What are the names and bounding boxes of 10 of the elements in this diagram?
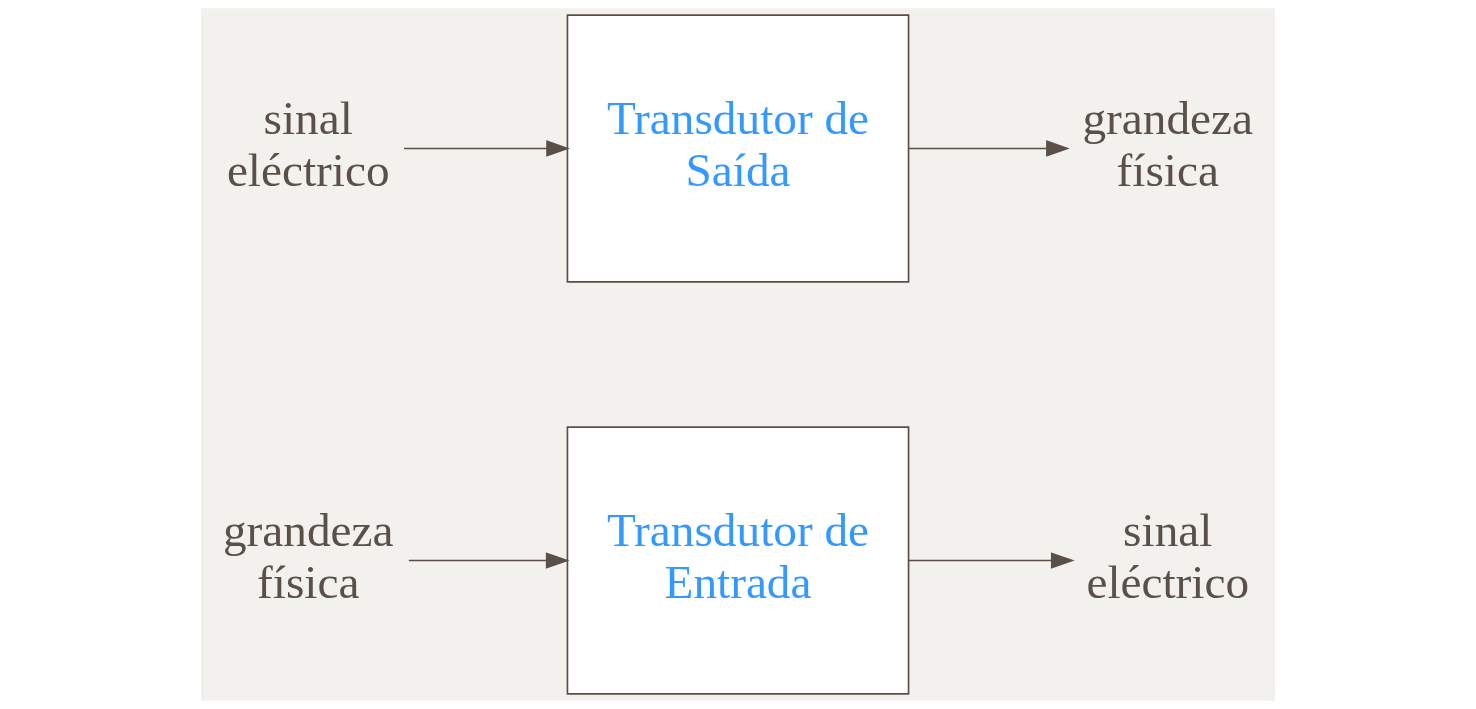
node-text: sinal eléctrico — [226, 91, 390, 197]
arrow — [407, 552, 570, 569]
node-box: Transdutor de Saída — [566, 14, 910, 283]
node-text: sinal eléctrico — [1086, 504, 1250, 609]
arrow — [908, 552, 1075, 569]
node-box: Transdutor de Entrada — [566, 426, 910, 695]
arrow — [908, 140, 1070, 157]
arrow — [403, 140, 570, 157]
node-text: grandeza física — [222, 504, 394, 609]
node-text: grandeza física — [1082, 91, 1254, 197]
